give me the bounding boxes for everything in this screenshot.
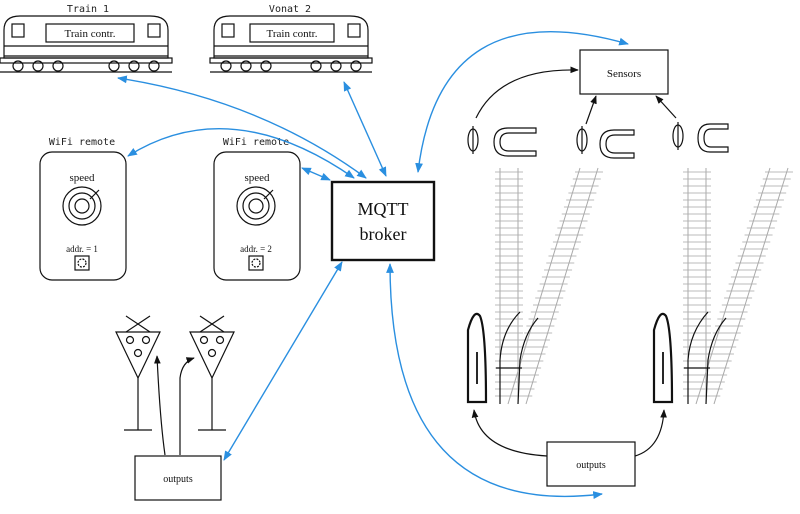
magnet-1-icon	[493, 127, 537, 157]
remote-1-speed-label: speed	[69, 172, 95, 184]
train-1: Train 1 Train contr.	[0, 4, 173, 73]
remote-2-speed-label: speed	[244, 172, 270, 184]
outputs-right: outputs	[546, 441, 636, 487]
reed-sensor-2	[576, 126, 588, 154]
reed-sensor-1	[467, 126, 479, 154]
train-2-caption: Vonat 2	[269, 4, 311, 15]
train-1-controller-label: Train contr.	[65, 28, 116, 40]
track-signal-2	[652, 312, 674, 404]
track-signal-1	[466, 312, 488, 404]
track-layout	[495, 167, 793, 405]
broker-line-1: MQTT	[358, 199, 409, 219]
track-sleepers	[495, 171, 793, 397]
sensors-label: Sensors	[607, 68, 641, 80]
magnet-2-icon	[599, 129, 635, 159]
train-2-controller	[249, 23, 335, 43]
remote-1-speed-knob	[62, 186, 102, 226]
train-2: Vonat 2 Train contr.	[209, 4, 373, 73]
outputs-left-label: outputs	[163, 474, 193, 485]
magnet-3-icon	[697, 123, 729, 153]
wifi-remote-2: WiFi remote speed addr. = 2	[213, 137, 301, 281]
wifi-remote-1: WiFi remote speed addr. = 1	[39, 137, 127, 281]
outputs-left: outputs	[134, 455, 222, 501]
remote-2-addr-switch	[248, 255, 264, 271]
mqtt-broker: MQTT broker	[330, 180, 436, 262]
train-2-controller-label: Train contr.	[267, 28, 318, 40]
remote-2-addr-label: addr. = 2	[240, 244, 272, 254]
outputs-right-label: outputs	[576, 460, 606, 471]
rails	[499, 167, 789, 405]
train-1-caption: Train 1	[67, 4, 109, 15]
remote-1-caption: WiFi remote	[49, 137, 115, 148]
semaphore-signal-1	[115, 315, 161, 431]
train-1-controller	[45, 23, 135, 43]
sensors-box: Sensors	[579, 49, 669, 95]
mqtt-links	[117, 31, 629, 499]
semaphore-signal-2	[189, 315, 235, 431]
broker-line-2: broker	[360, 224, 407, 244]
remote-1-addr-switch	[74, 255, 90, 271]
remote-1-addr-label: addr. = 1	[66, 244, 98, 254]
reed-sensor-3	[672, 122, 684, 150]
remote-2-speed-knob	[236, 186, 276, 226]
